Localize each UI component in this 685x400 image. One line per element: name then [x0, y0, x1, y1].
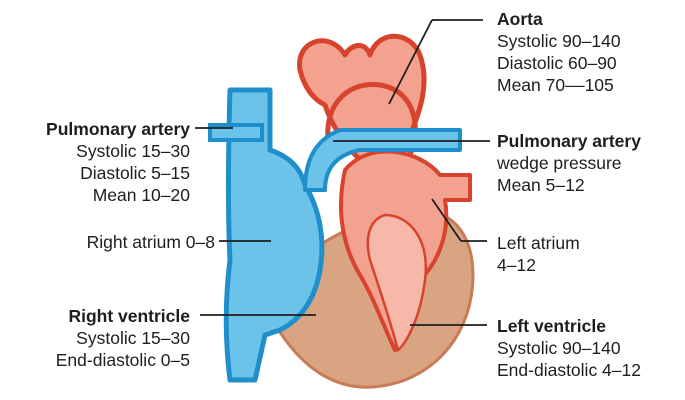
- aorta-title: Aorta: [497, 8, 621, 30]
- pulmonary-artery-diastolic: Diastolic 5–15: [46, 162, 190, 184]
- aorta-diastolic: Diastolic 60–90: [497, 52, 621, 74]
- aorta-mean: Mean 70––105: [497, 74, 621, 96]
- right-ventricle-label: Right ventricle Systolic 15–30 End-diast…: [56, 305, 190, 371]
- pulmonary-wedge-mean: Mean 5–12: [497, 174, 641, 196]
- pulmonary-artery-title: Pulmonary artery: [46, 118, 190, 140]
- pulmonary-wedge-title: Pulmonary artery: [497, 130, 641, 152]
- right-atrium-text: Right atrium 0–8: [87, 231, 215, 253]
- aorta-label: Aorta Systolic 90–140 Diastolic 60–90 Me…: [497, 8, 621, 96]
- right-ventricle-end-diastolic: End-diastolic 0–5: [56, 349, 190, 371]
- right-ventricle-title: Right ventricle: [56, 305, 190, 327]
- left-ventricle-systolic: Systolic 90–140: [497, 337, 641, 359]
- right-ventricle-systolic: Systolic 15–30: [56, 327, 190, 349]
- pulmonary-artery-label: Pulmonary artery Systolic 15–30 Diastoli…: [46, 118, 190, 206]
- left-atrium-value: 4–12: [497, 254, 580, 276]
- left-atrium-text: Left atrium: [497, 232, 580, 254]
- left-ventricle-title: Left ventricle: [497, 315, 641, 337]
- right-atrium-label: Right atrium 0–8: [87, 231, 215, 253]
- pulmonary-wedge-subtitle: wedge pressure: [497, 152, 641, 174]
- left-ventricle-end-diastolic: End-diastolic 4–12: [497, 359, 641, 381]
- pulmonary-wedge-label: Pulmonary artery wedge pressure Mean 5–1…: [497, 130, 641, 196]
- aorta-systolic: Systolic 90–140: [497, 30, 621, 52]
- pulmonary-artery-systolic: Systolic 15–30: [46, 140, 190, 162]
- pulmonary-artery-mean: Mean 10–20: [46, 184, 190, 206]
- left-ventricle-label: Left ventricle Systolic 90–140 End-diast…: [497, 315, 641, 381]
- left-atrium-label: Left atrium 4–12: [497, 232, 580, 276]
